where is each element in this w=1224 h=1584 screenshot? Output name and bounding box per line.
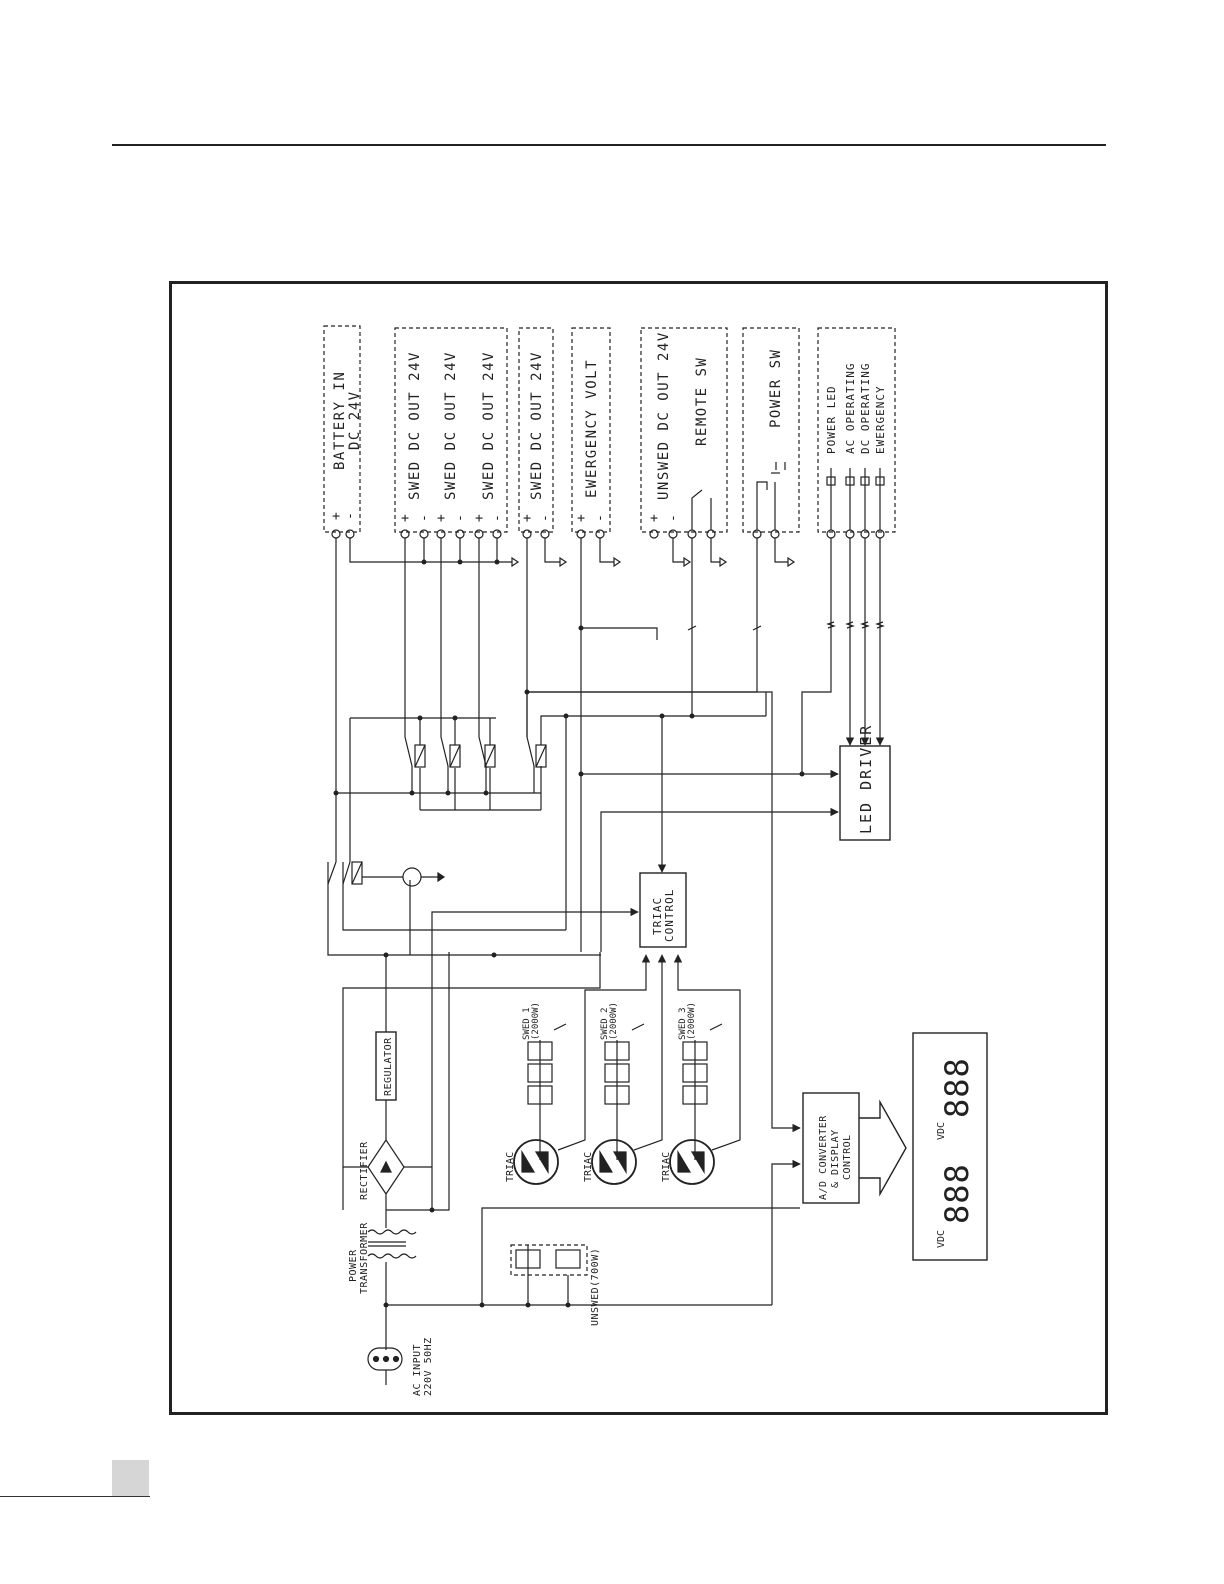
svg-text:-: - [490, 514, 505, 522]
transformer-label-2: TRANSFORMER [359, 1222, 370, 1294]
unswed-out-label: UNSWED DC OUT 24V [656, 331, 672, 500]
remote-sw-label: REMOTE SW [694, 357, 710, 446]
emergency-volt-label: EWERGENCY VOLT [584, 359, 600, 498]
triacs [513, 1139, 715, 1185]
ground-returns [349, 538, 796, 568]
svg-text:-: - [593, 514, 608, 522]
display-unit-1: VDC [936, 1230, 947, 1248]
ad-converter-label-3: CONTROL [842, 1134, 853, 1180]
swed-out-label-3: SWED DC OUT 24V [481, 351, 497, 500]
svg-text:+: + [329, 512, 344, 520]
wiring [327, 538, 885, 1350]
swed-out-connector-box [394, 327, 508, 533]
pin-signs: + - + - + - + - + - + - + - [329, 512, 681, 522]
ac-input-label-1: AC INPUT [412, 1344, 423, 1396]
rectifier-bridge [367, 1138, 405, 1196]
ac-input-plug [367, 1347, 403, 1385]
svg-text:+: + [398, 514, 413, 522]
led-connector-box [817, 327, 896, 533]
voltmeter-display: VDC 888 VDC 888 [936, 1057, 976, 1248]
triac-control-box [639, 872, 687, 948]
swed-out-label-2: SWED DC OUT 24V [443, 351, 459, 500]
power-sw-label: POWER SW [768, 349, 784, 428]
led-label-power: POWER LED [825, 385, 838, 454]
unswed-label: UNSWED(700W) [590, 1248, 601, 1326]
svg-text:-: - [453, 514, 468, 522]
block-labels: LED DRIVER TRIAC CONTROL REGULATOR RECTI… [348, 724, 875, 1396]
swed-sockets [515, 1023, 723, 1269]
svg-text:+: + [647, 514, 662, 522]
led-label-ac: AC OPERATING [844, 363, 857, 454]
triac-control-label-2: CONTROL [663, 889, 676, 942]
display-digits-2: 888 [938, 1057, 976, 1118]
display-unit-2: VDC [936, 1122, 947, 1140]
led-symbols [826, 468, 885, 530]
ad-converter-box [802, 1092, 860, 1204]
connector-pins [331, 529, 885, 539]
svg-text:-: - [538, 514, 553, 522]
connector-labels: BATTERY IN DC 24V SWED DC OUT 24V SWED D… [332, 331, 887, 500]
swed-2-rating: (2000W) [609, 1002, 619, 1040]
led-label-dc: DC OPERATING [859, 363, 872, 454]
swed-out-label-1: SWED DC OUT 24V [407, 351, 423, 500]
unswed-connector-box [640, 327, 728, 533]
diagram-frame [169, 281, 1108, 1415]
swed-1-name: SWED 1 [522, 1007, 532, 1040]
switch-symbols [691, 462, 786, 530]
voltmeter-display-box [912, 1032, 988, 1261]
svg-text:-: - [666, 514, 681, 522]
transformer-label-1: POWER [348, 1249, 359, 1282]
swed-out-4-connector-box [518, 327, 554, 533]
svg-text:+: + [472, 514, 487, 522]
emergency-connector-box [571, 327, 611, 533]
triac-label-2: TRIAC [583, 1152, 594, 1182]
relay-coils [327, 736, 547, 885]
svg-text:-: - [417, 514, 432, 522]
battery-connector-box [323, 325, 361, 533]
swed-1-rating: (2000W) [531, 1002, 541, 1040]
svg-text:-: - [343, 512, 358, 520]
svg-text:+: + [434, 514, 449, 522]
ad-converter-label-1: A/D CONVERTER [818, 1115, 829, 1200]
unswed-socket-box [510, 1244, 588, 1276]
svg-text:+: + [520, 514, 535, 522]
swed-3-name: SWED 3 [678, 1007, 688, 1040]
footer-rule [0, 1496, 150, 1497]
junctions [333, 559, 805, 1308]
transistor [362, 867, 446, 887]
svg-text:+: + [574, 514, 589, 522]
ad-converter-label-2: & DISPLAY [830, 1129, 841, 1188]
regulator-label: REGULATOR [383, 1037, 394, 1096]
cable-marks [687, 621, 885, 631]
header-rule [112, 144, 1106, 146]
display-digits-1: 888 [938, 1163, 976, 1224]
power-transformer [367, 1229, 417, 1259]
led-label-emergency: EWERGENCY [874, 385, 887, 454]
page-number-tab [112, 1460, 149, 1497]
led-driver-label: LED DRIVER [857, 724, 875, 834]
ac-input-label-2: 220V 50HZ [423, 1337, 434, 1396]
triac-label-1: TRIAC [505, 1152, 516, 1182]
swed-2-name: SWED 2 [600, 1007, 610, 1040]
regulator-box [375, 1031, 397, 1101]
swed-3-rating: (2000W) [687, 1002, 697, 1040]
triac-control-label-1: TRIAC [651, 897, 664, 935]
battery-subtitle: DC 24V [347, 390, 363, 450]
swed-out-4-label: SWED DC OUT 24V [529, 351, 545, 500]
rectifier-label: RECTIFIER [359, 1141, 370, 1200]
display-output-arrow [859, 1099, 907, 1197]
battery-title: BATTERY IN [332, 371, 348, 470]
triac-label-3: TRIAC [661, 1152, 672, 1182]
led-driver-box [839, 745, 891, 841]
